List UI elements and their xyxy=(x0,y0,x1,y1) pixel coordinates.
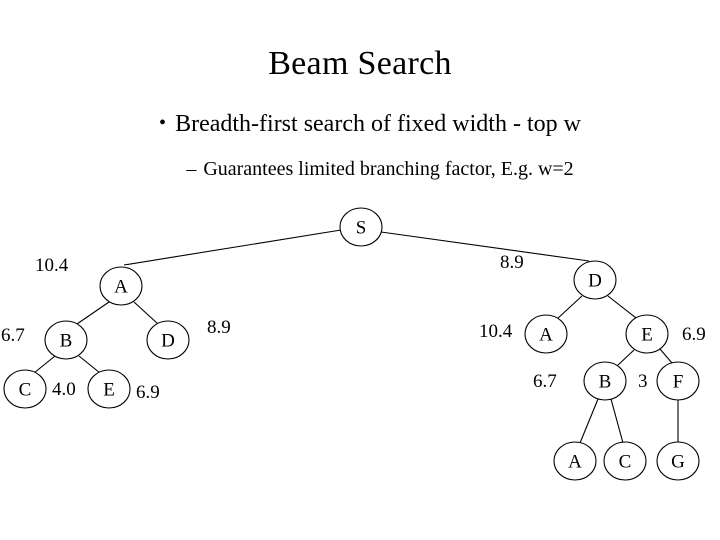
cost-s-d: 8.9 xyxy=(500,252,524,273)
node-ellipse-l-c xyxy=(3,369,47,409)
bullet-level-2: –Guarantees limited branching factor, E.… xyxy=(60,156,700,182)
node-label-l-e: E xyxy=(103,380,115,401)
tree-edge-r-d-to-r-a xyxy=(556,295,583,320)
cost-e-f: 3 xyxy=(638,371,648,392)
node-ellipse-l-a xyxy=(99,266,143,306)
cost-a-d: 8.9 xyxy=(207,317,231,338)
tree-edge-l-b-to-l-e xyxy=(78,355,101,374)
node-label-l-b: B xyxy=(60,331,73,352)
bullet-level-1: • Breadth-first search of fixed width - t… xyxy=(40,108,700,139)
tree-node-l-a[interactable]: A xyxy=(99,266,143,306)
node-ellipse-l-e xyxy=(87,369,131,409)
node-label-l-c: C xyxy=(19,380,32,401)
bullet-marker-dot: • xyxy=(159,112,167,134)
node-ellipse-r-a xyxy=(524,314,568,354)
cost-b-e: 6.9 xyxy=(136,382,160,403)
tree-edge-l-a-to-l-b xyxy=(76,301,110,325)
node-ellipse-r-a2 xyxy=(553,441,597,481)
bullet-level-2-text: Guarantees limited branching factor, E.g… xyxy=(203,158,574,180)
node-label-l-d: D xyxy=(161,331,175,352)
cost-a-b: 6.7 xyxy=(1,325,25,346)
tree-edge-r-e-to-r-b xyxy=(616,349,635,367)
tree-edge-l-b-to-l-c xyxy=(33,355,56,374)
tree-edge-r-b-to-r-a2 xyxy=(579,398,599,444)
bullet-marker-dash: – xyxy=(186,158,197,180)
node-ellipse-s xyxy=(339,207,383,247)
tree-node-l-b[interactable]: B xyxy=(44,320,88,360)
node-label-l-a: A xyxy=(114,277,128,298)
node-label-r-g: G xyxy=(671,452,685,473)
cost-d-e: 6.9 xyxy=(682,324,706,345)
node-ellipse-r-e xyxy=(625,314,669,354)
node-label-r-c: C xyxy=(619,452,632,473)
tree-edge-l-a-to-l-d xyxy=(133,301,159,325)
bullet-level-1-text: Breadth-first search of fixed width - to… xyxy=(175,111,581,137)
tree-edge-r-d-to-r-e xyxy=(607,295,637,319)
tree-node-r-a[interactable]: A xyxy=(524,314,568,354)
node-label-r-d: D xyxy=(588,271,602,292)
node-ellipse-l-d xyxy=(146,320,190,360)
cost-e-b: 6.7 xyxy=(533,371,557,392)
tree-node-s[interactable]: S xyxy=(339,207,383,247)
cost-s-a: 10.4 xyxy=(35,255,69,276)
node-label-r-e: E xyxy=(641,325,653,346)
node-ellipse-r-c xyxy=(603,441,647,481)
node-ellipse-r-b xyxy=(583,361,627,401)
node-label-r-a: A xyxy=(539,325,553,346)
tree-node-r-e[interactable]: E xyxy=(625,314,669,354)
node-label-r-b: B xyxy=(599,372,612,393)
node-ellipse-l-b xyxy=(44,320,88,360)
tree-edge-s-to-r-d xyxy=(380,231,590,262)
tree-edge-r-b-to-r-c xyxy=(610,398,624,444)
tree-node-l-d[interactable]: D xyxy=(146,320,190,360)
cost-d-a: 10.4 xyxy=(479,321,513,342)
node-label-r-a2: A xyxy=(568,452,582,473)
tree-node-layer: S A B D C E D A E B F A C G xyxy=(3,207,700,481)
tree-node-r-g[interactable]: G xyxy=(656,441,700,481)
tree-node-r-a2[interactable]: A xyxy=(553,441,597,481)
tree-node-l-c[interactable]: C xyxy=(3,369,47,409)
tree-node-r-c[interactable]: C xyxy=(603,441,647,481)
cost-b-c: 4.0 xyxy=(52,379,76,400)
node-label-r-f: F xyxy=(673,372,684,393)
tree-edge-s-to-l-a xyxy=(123,229,342,266)
page-title: Beam Search xyxy=(268,45,452,82)
node-label-s: S xyxy=(356,218,367,239)
tree-node-r-f[interactable]: F xyxy=(656,361,700,401)
node-ellipse-r-d xyxy=(573,260,617,300)
node-ellipse-r-f xyxy=(656,361,700,401)
tree-node-r-b[interactable]: B xyxy=(583,361,627,401)
tree-edge-r-e-to-r-f xyxy=(659,348,673,364)
tree-node-r-d[interactable]: D xyxy=(573,260,617,300)
node-ellipse-r-g xyxy=(656,441,700,481)
tree-node-l-e[interactable]: E xyxy=(87,369,131,409)
tree-edge-layer xyxy=(33,229,679,444)
